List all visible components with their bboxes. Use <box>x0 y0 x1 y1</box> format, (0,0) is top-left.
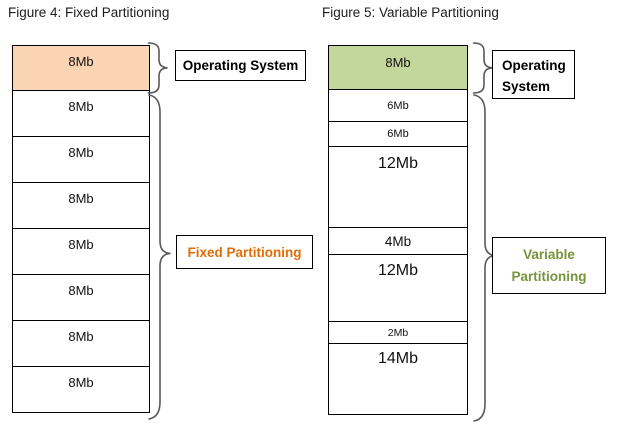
partition-box: 14Mb <box>328 344 468 415</box>
partition-box: 8Mb <box>12 137 150 183</box>
figure5-memory-column: 8Mb 6Mb 6Mb 12Mb 4Mb 12Mb 2Mb 14Mb <box>328 45 468 415</box>
partition-box: 8Mb <box>12 91 150 137</box>
partition-box: 8Mb <box>12 183 150 229</box>
partition-box: 8Mb <box>12 367 150 413</box>
figure5-os-brace-icon <box>472 42 494 94</box>
partition-box: 4Mb <box>328 228 468 255</box>
partition-box-os: 8Mb <box>328 45 468 90</box>
figure5-os-label-line2: System <box>502 79 551 94</box>
partition-box-os: 8Mb <box>12 45 150 91</box>
figure4-memory-column: 8Mb 8Mb 8Mb 8Mb 8Mb 8Mb 8Mb 8Mb <box>12 45 150 413</box>
partition-box: 12Mb <box>328 255 468 322</box>
figure4-title: Figure 4: Fixed Partitioning <box>8 5 170 20</box>
partition-box: 6Mb <box>328 122 468 147</box>
figure4-scheme-label: Fixed Partitioning <box>176 235 313 269</box>
partition-box: 12Mb <box>328 147 468 228</box>
figure4-os-brace-icon <box>147 42 169 94</box>
figure4-partitions-brace-icon <box>147 94 173 420</box>
figure4-os-label: Operating System <box>175 50 306 81</box>
figure5-title: Figure 5: Variable Partitioning <box>322 5 499 20</box>
partition-box: 6Mb <box>328 90 468 122</box>
figure5-scheme-label: Variable Partitioning <box>492 237 606 294</box>
partition-box: 8Mb <box>12 275 150 321</box>
partition-box: 2Mb <box>328 322 468 344</box>
partition-box: 8Mb <box>12 229 150 275</box>
figure5-os-label-line1: Operating <box>502 58 566 73</box>
figure5-os-label: Operating System <box>492 50 575 99</box>
figure5-scheme-label-line1: Variable <box>523 247 575 262</box>
figure5-scheme-label-line2: Partitioning <box>511 269 587 284</box>
partition-box: 8Mb <box>12 321 150 367</box>
